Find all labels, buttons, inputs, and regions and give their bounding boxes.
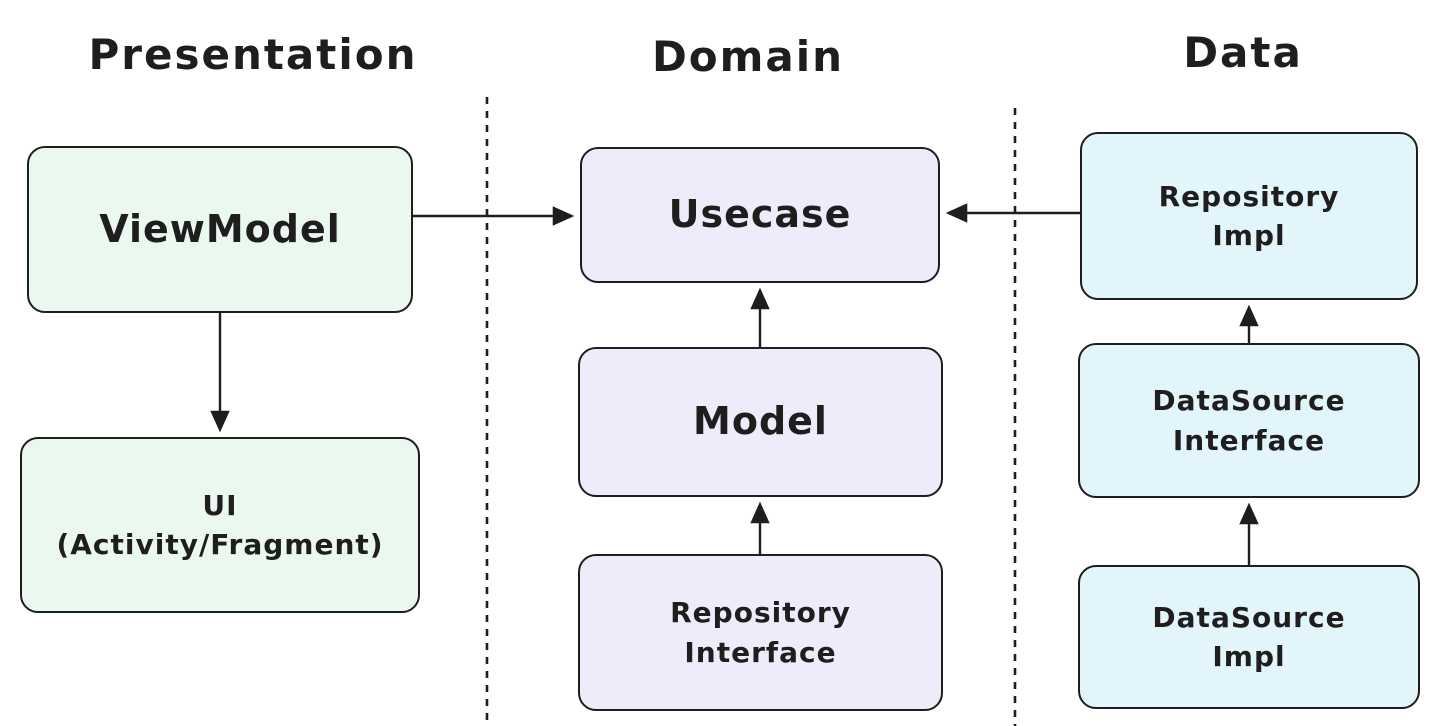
node-viewmodel-label: ViewModel: [99, 206, 341, 251]
node-viewmodel: ViewModel: [27, 146, 413, 313]
node-repository-impl-label: Repository Impl: [1158, 179, 1340, 252]
column-title-presentation: Presentation: [88, 30, 418, 79]
column-title-data: Data: [1183, 28, 1303, 77]
node-datasource-interface: DataSource Interface: [1078, 343, 1420, 498]
node-usecase-label: Usecase: [668, 192, 852, 237]
node-model: Model: [578, 347, 943, 497]
node-model-label: Model: [693, 399, 828, 444]
node-ui-activity-fragment: UI (Activity/Fragment): [20, 437, 420, 613]
node-datasource-impl-label: DataSource Impl: [1152, 600, 1346, 673]
node-datasource-interface-label: DataSource Interface: [1152, 384, 1346, 457]
node-repository-impl: Repository Impl: [1080, 132, 1418, 300]
node-repository-interface: Repository Interface: [578, 554, 943, 711]
node-ui-activity-fragment-label: UI (Activity/Fragment): [56, 488, 384, 561]
node-repository-interface-label: Repository Interface: [670, 596, 851, 669]
node-datasource-impl: DataSource Impl: [1078, 565, 1420, 709]
column-title-domain: Domain: [651, 32, 845, 81]
node-usecase: Usecase: [580, 147, 940, 283]
